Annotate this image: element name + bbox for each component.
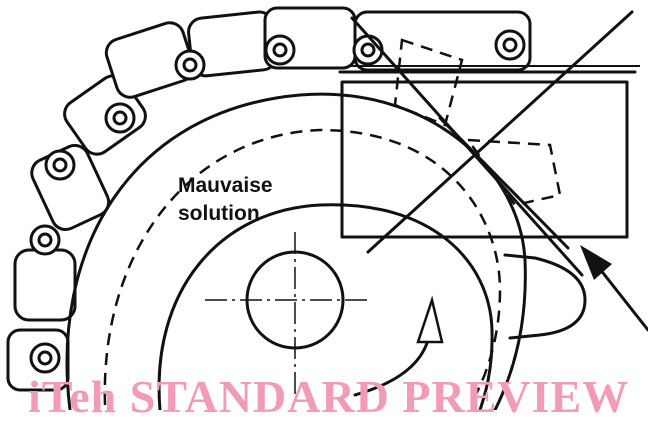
chain-pins (29, 29, 526, 374)
chain-sprocket-diagram (6, 6, 648, 410)
rotation-arrow (353, 295, 444, 397)
watermark-text: iTeh STANDARD PREVIEW (28, 371, 630, 422)
caption-solution: solution (178, 202, 260, 225)
guide-block (340, 80, 629, 239)
caption-mauvaise: Mauvaise (178, 174, 273, 197)
diagonal-line-b (366, 10, 634, 254)
tangent-line (438, 116, 570, 250)
pitch-circle-dashed (103, 128, 502, 406)
indicator-arrow (580, 245, 648, 332)
sprocket-outer-arc (65, 92, 527, 410)
sprocket-rim-arc (157, 203, 494, 410)
sprocket-tooth (503, 253, 587, 340)
